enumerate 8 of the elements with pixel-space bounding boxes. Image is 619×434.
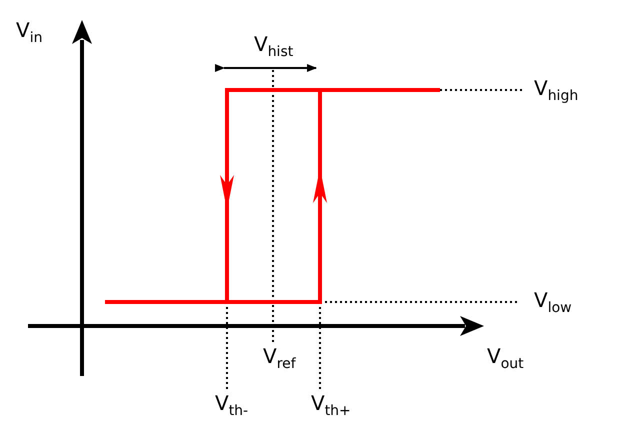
axis-label: V$_{low}$ — [534, 290, 572, 315]
axis-label: V$_{out}$ — [487, 346, 524, 371]
axis-label: V$_{ref}$ — [263, 346, 296, 371]
axis-label: V$_{in}$ — [16, 20, 42, 45]
axis-label: V$_{th+}$ — [311, 393, 351, 418]
axis-label: V$_{high}$ — [534, 78, 578, 103]
axis-label: V$_{hist}$ — [254, 34, 294, 59]
axis-label: V$_{th-}$ — [215, 393, 248, 418]
